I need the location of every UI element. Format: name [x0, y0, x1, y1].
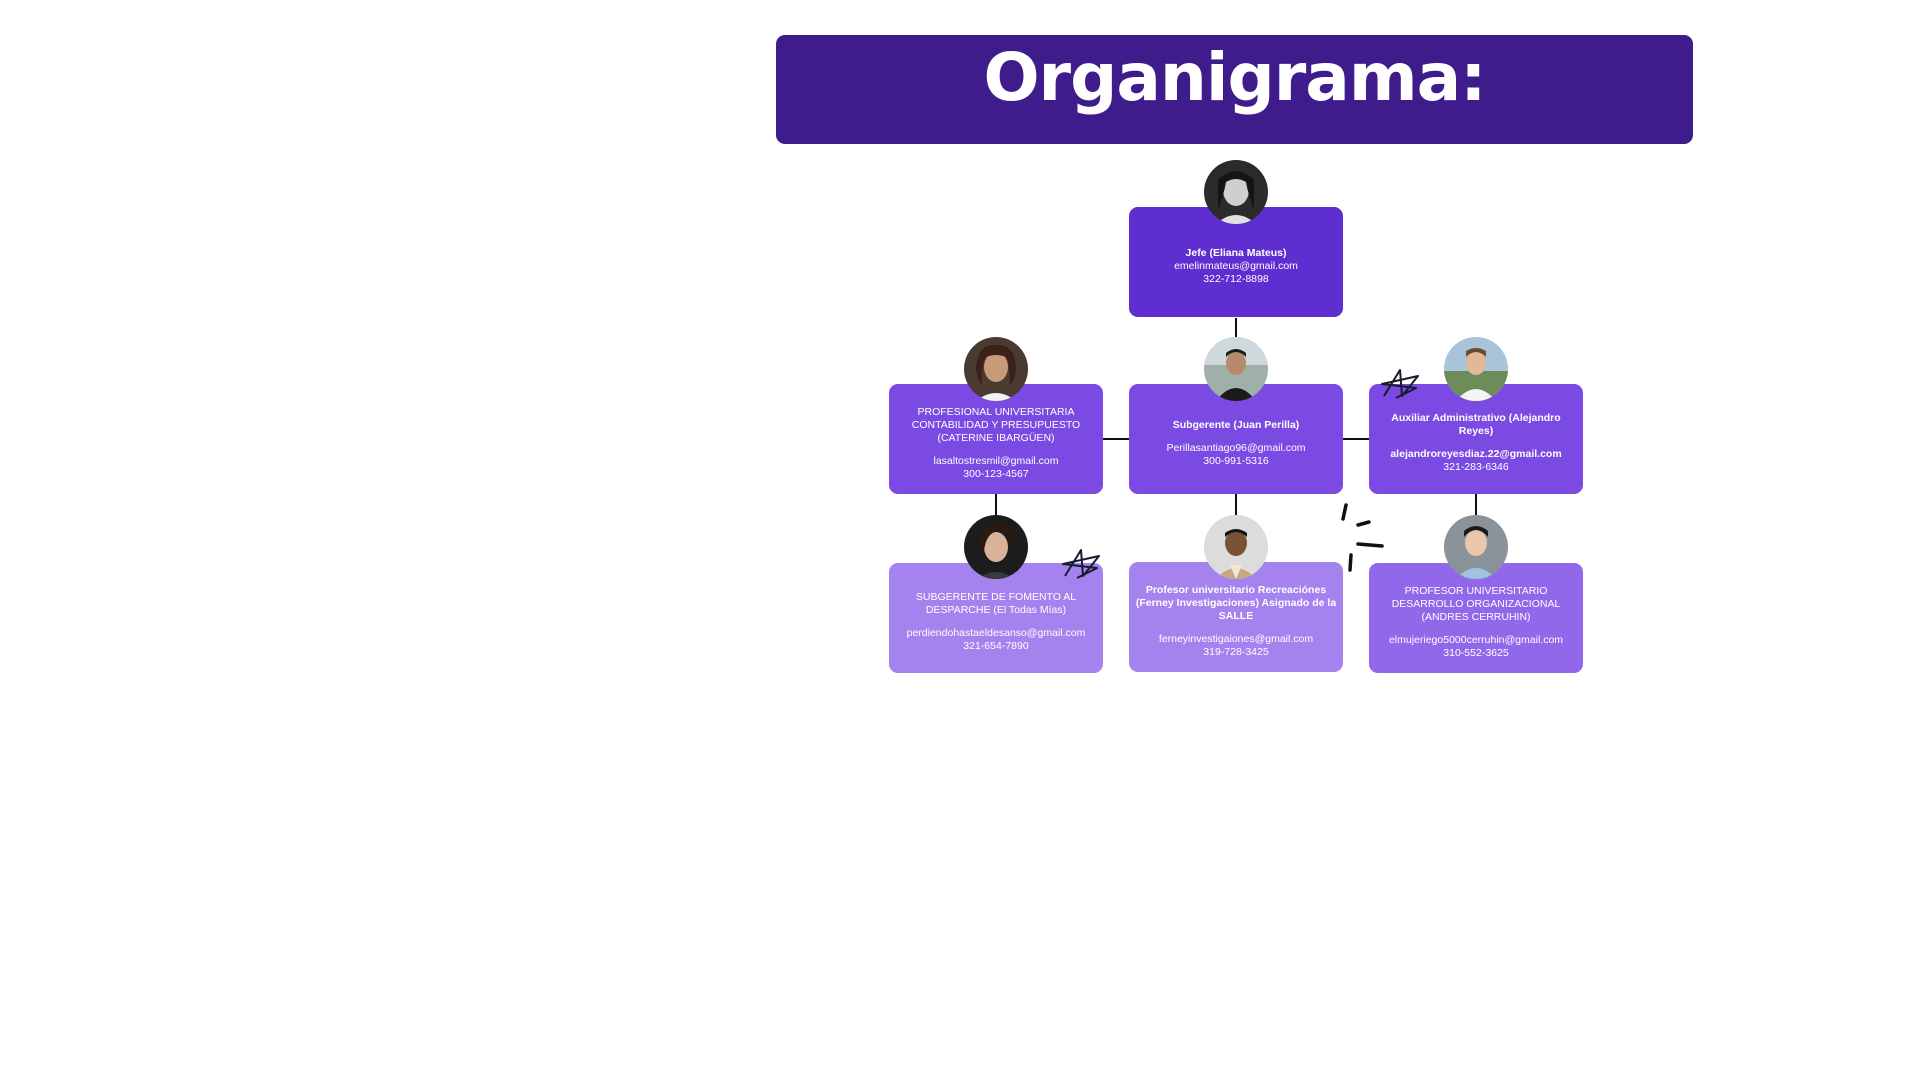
star-doodle-icon: [1381, 369, 1419, 399]
node-subgerente: Subgerente (Juan Perilla) Perillasantiag…: [1129, 384, 1343, 494]
person-photo-icon: [1204, 337, 1268, 401]
node-phone: 310-552-3625: [1443, 646, 1509, 659]
title-banner: Organigrama:: [776, 35, 1693, 144]
person-photo-icon: [1444, 337, 1508, 401]
node-profesor-recreaciones: Profesor universitario Recreaciónes (Fer…: [1129, 562, 1343, 672]
node-contabilidad: PROFESIONAL UNIVERSITARIA CONTABILIDAD Y…: [889, 384, 1103, 494]
person-photo-icon: [1204, 515, 1268, 579]
node-email: lasaltostresmil@gmail.com: [933, 454, 1059, 467]
node-jefe: Jefe (Eliana Mateus) emelinmateus@gmail.…: [1129, 207, 1343, 317]
sparkle-doodle-icon: [1341, 503, 1384, 572]
person-photo-icon: [964, 515, 1028, 579]
person-photo-icon: [1444, 515, 1508, 579]
node-name: Jefe (Eliana Mateus): [1185, 246, 1287, 259]
node-email: emelinmateus@gmail.com: [1174, 259, 1298, 272]
node-email: alejandroreyesdiaz.22@gmail.com: [1390, 448, 1562, 460]
node-email: perdiendohastaeldesanso@gmail.com: [906, 627, 1086, 639]
page-title: Organigrama:: [983, 39, 1486, 116]
node-email: ferneyinvestigaiones@gmail.com: [1158, 632, 1314, 645]
node-profesor-desarrollo: PROFESOR UNIVERSITARIO DESARROLLO ORGANI…: [1369, 563, 1583, 673]
node-fomento: SUBGERENTE DE FOMENTO AL DESPARCHE (El T…: [889, 563, 1103, 673]
node-email: elmujeriego5000cerruhin@gmail.com: [1388, 633, 1564, 646]
node-auxiliar: Auxiliar Administrativo (Alejandro Reyes…: [1369, 384, 1583, 494]
node-name: PROFESOR UNIVERSITARIO DESARROLLO ORGANI…: [1391, 584, 1561, 623]
node-email: Perillasantiago96@gmail.com: [1166, 441, 1306, 454]
node-phone: 321-283-6346: [1443, 461, 1509, 473]
node-phone: 321-654-7890: [963, 640, 1029, 652]
node-phone: 300-991-5316: [1203, 454, 1269, 467]
node-name: PROFESIONAL UNIVERSITARIA CONTABILIDAD Y…: [911, 405, 1081, 444]
node-name: Profesor universitario Recreaciónes (Fer…: [1135, 583, 1337, 622]
node-phone: 300-123-4567: [963, 467, 1029, 480]
star-doodle-icon: [1062, 549, 1100, 579]
person-photo-icon: [1204, 160, 1268, 224]
node-name: Subgerente (Juan Perilla): [1172, 418, 1300, 431]
node-name: SUBGERENTE DE FOMENTO AL DESPARCHE (El T…: [915, 591, 1077, 616]
person-photo-icon: [964, 337, 1028, 401]
node-phone: 319-728-3425: [1203, 645, 1269, 658]
node-phone: 322-712-8898: [1203, 272, 1269, 285]
node-name: Auxiliar Administrativo (Alejandro Reyes…: [1391, 412, 1561, 437]
